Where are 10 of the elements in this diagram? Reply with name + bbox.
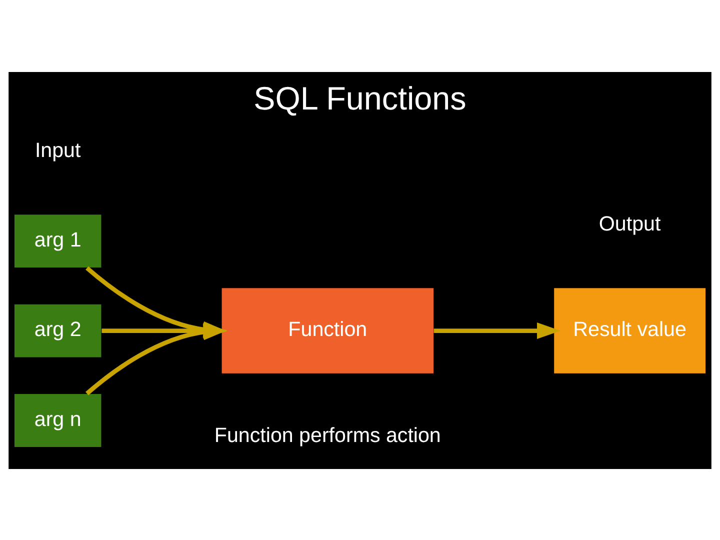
node-label: Function performs action bbox=[214, 424, 441, 447]
node-box: arg n bbox=[14, 394, 102, 446]
node-box: arg 1 bbox=[14, 214, 102, 268]
label: Input bbox=[34, 138, 81, 162]
diagram-title: SQL Functions bbox=[254, 80, 466, 116]
node-box: arg 2 bbox=[14, 304, 102, 357]
node-box: Function bbox=[222, 288, 434, 373]
node-box: Result value bbox=[554, 288, 706, 373]
arrow bbox=[434, 322, 561, 339]
label: Output bbox=[598, 212, 661, 235]
